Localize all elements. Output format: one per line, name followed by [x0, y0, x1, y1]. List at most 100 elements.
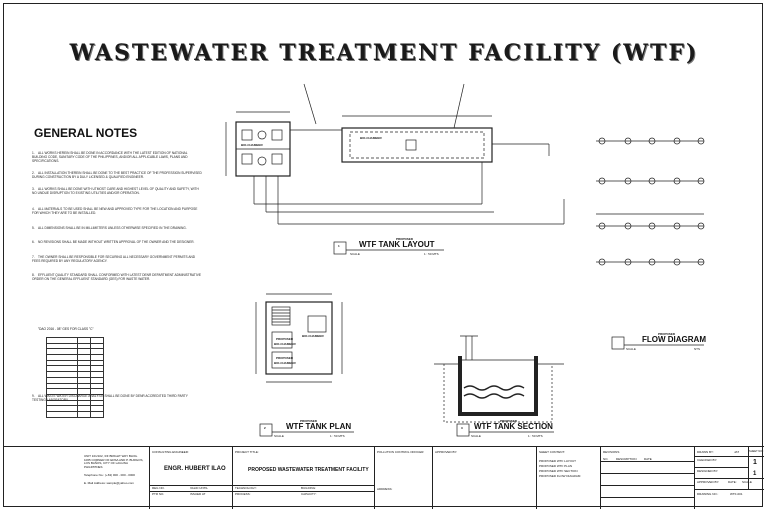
- tb-divider: [600, 473, 694, 474]
- tb-divider: [232, 447, 233, 509]
- drawing-scale: SCALE: [471, 434, 481, 438]
- tb-divider: [600, 461, 694, 462]
- ges-table-row: [46, 393, 104, 401]
- rev-col: DATE: [644, 457, 652, 461]
- ges-table-row: [46, 359, 104, 367]
- drawn-value: JAT: [734, 450, 740, 454]
- tb-divider: [374, 447, 375, 509]
- consulting-label: CONSULTING ENGINEER:: [152, 450, 189, 454]
- tb-divider: [694, 489, 764, 490]
- tb-divider: [149, 447, 150, 509]
- ges-table-row: [46, 337, 104, 344]
- tank-label: BIO-CHAMBER: [302, 334, 324, 338]
- rev-col: DESCRIPTION: [616, 457, 637, 461]
- tank-label: BIO-CHAMBER: [274, 342, 296, 346]
- tb-divider: [536, 447, 537, 509]
- sheet-no-value: 1: [753, 459, 757, 466]
- ges-table-cell: [90, 365, 104, 373]
- note-item: 6.NO REVISIONS SHALL BE MADE WITHOUT WRI…: [32, 240, 202, 244]
- note-item: 7.THE OWNER SHALL BE RESPONSIBLE FOR SEC…: [32, 255, 202, 263]
- drawing-no-value: WTF-001: [730, 492, 743, 496]
- drawing-title: FLOW DIAGRAM: [642, 335, 706, 344]
- tb-divider: [694, 456, 764, 457]
- ges-table-cell: [90, 405, 104, 412]
- ges-table-row: [46, 405, 104, 412]
- drawing-scale-value: NTS: [694, 347, 700, 351]
- tb-divider: [600, 485, 694, 486]
- ges-table-row: [46, 376, 104, 384]
- project-label: PROJECT TITLE:: [235, 450, 259, 454]
- drawing-number: 2: [264, 426, 266, 430]
- drawing-title: WTF TANK PLAN: [286, 422, 352, 431]
- reg-label: REG NO.: [152, 486, 165, 490]
- tank-label: BIO-CHAMBER: [274, 361, 296, 365]
- drawing-scale: SCALE: [350, 252, 360, 256]
- sheet-title: WASTEWATER TREATMENT FACILITY (WTF): [69, 40, 699, 66]
- sheet-content-item: PROPOSED FLOW DIAGRAM: [539, 474, 581, 478]
- owner-address: UNIT 101/102, 3/F BRIGHT WAY BLDG. 1065 …: [84, 454, 144, 469]
- engineer-name: ENGR. HUBERT ILAO: [164, 466, 226, 472]
- plan-tank: [265, 301, 333, 375]
- checked-label: CHECKED BY:: [697, 458, 718, 462]
- note-text: NO REVISIONS SHALL BE MADE WITHOUT WRITT…: [38, 240, 195, 244]
- approved-label: APPROVED BY:: [435, 450, 458, 454]
- note-item: 1.ALL WORKS HEREIN SHALL BE DONE IN ACCO…: [32, 151, 202, 163]
- drawing-subtitle: PROPOSED: [500, 419, 518, 423]
- designed-label: DESIGNED BY:: [697, 469, 719, 473]
- ges-table-cell: [90, 337, 104, 344]
- drawings-canvas: [225, 83, 705, 437]
- ges-table-row: [46, 348, 104, 356]
- note-text: ALL DIMENSIONS SHALL BE IN MILLIMETERS U…: [38, 226, 187, 230]
- issued-label: ISSUED AT: [190, 492, 206, 496]
- sheet-content-item: PROPOSED WTF LAYOUT: [539, 459, 576, 463]
- ges-table-cell: [90, 376, 104, 384]
- note-text: ALL WORKS HEREIN SHALL BE DONE IN ACCORD…: [32, 151, 188, 163]
- drawing-sheet: WASTEWATER TREATMENT FACILITY (WTF) GENE…: [3, 3, 764, 509]
- ges-table-row: [46, 365, 104, 373]
- ges-table-row: [46, 354, 104, 361]
- rev-col: NO.: [603, 457, 609, 461]
- note-text: THE OWNER SHALL BE RESPONSIBLE FOR SECUR…: [32, 255, 196, 263]
- tank-label: BIO-CHAMBER: [241, 143, 263, 147]
- ptr-label: PTR NO.: [152, 492, 165, 496]
- ges-table-cell: [90, 359, 104, 367]
- drawn-label: DRAWN BY:: [697, 450, 714, 454]
- drawing-number: 3: [461, 426, 463, 430]
- capacity-label: CAPACITY:: [301, 492, 317, 496]
- ges-table-row: [46, 399, 104, 407]
- drawing-title: WTF TANK SECTION: [474, 422, 553, 431]
- ges-table-cell: [90, 393, 104, 401]
- ges-table-cell: [90, 348, 104, 356]
- drawing-title: WTF TANK LAYOUT: [359, 240, 435, 249]
- note-number: 3.: [32, 187, 35, 191]
- note-text: ALL MATERIALS TO BE USED SHALL BE NEW AN…: [32, 207, 198, 215]
- drawing-scale-value: 1 : 50 MTS: [330, 434, 345, 438]
- note-number: 2.: [32, 171, 35, 175]
- note-text: ALL INSTALLATION THEREIN SHALL BE DONE T…: [32, 171, 202, 179]
- drawing-subtitle: PROPOSED: [658, 332, 676, 336]
- technology-label: TECHNOLOGY:: [235, 486, 257, 490]
- drawing-number: 1: [338, 244, 340, 248]
- ges-table-cell: [90, 371, 104, 378]
- drawing-scale-value: 1 : 50 MTS: [424, 252, 439, 256]
- drawing-subtitle: PROPOSED: [300, 419, 318, 423]
- drawing-subtitle: PROPOSED: [396, 237, 414, 241]
- note-item: 9.ALL WASTE WATER DISCHARGE ANALYSIS SHA…: [32, 394, 202, 402]
- note-item: 4.ALL MATERIALS TO BE USED SHALL BE NEW …: [32, 207, 202, 215]
- sheet-no-label: SHEET NO.:: [749, 450, 764, 453]
- owner-email: E. Mail Address: sample@yahoo.com: [84, 481, 134, 485]
- tb-divider: [432, 447, 433, 509]
- note-item: 5.ALL DIMENSIONS SHALL BE IN MILLIMETERS…: [32, 226, 202, 230]
- note-number: 6.: [32, 240, 35, 244]
- tank-label: PROPOSED: [276, 337, 294, 341]
- ges-table-cell: [90, 388, 104, 395]
- layout-long-tank: [341, 127, 493, 163]
- note-number: 5.: [32, 226, 35, 230]
- note-item: 2.ALL INSTALLATION THEREIN SHALL BE DONE…: [32, 171, 202, 179]
- drawing-scale: SCALE: [626, 347, 636, 351]
- tb-divider: [149, 491, 374, 492]
- approved2-label: APPROVED BY:: [697, 480, 720, 484]
- note-number: 7.: [32, 255, 35, 259]
- title-block: UNIT 101/102, 3/F BRIGHT WAY BLDG. 1065 …: [4, 446, 764, 509]
- project-title: PROPOSED WASTEWATER TREATMENT FACILITY: [248, 467, 369, 473]
